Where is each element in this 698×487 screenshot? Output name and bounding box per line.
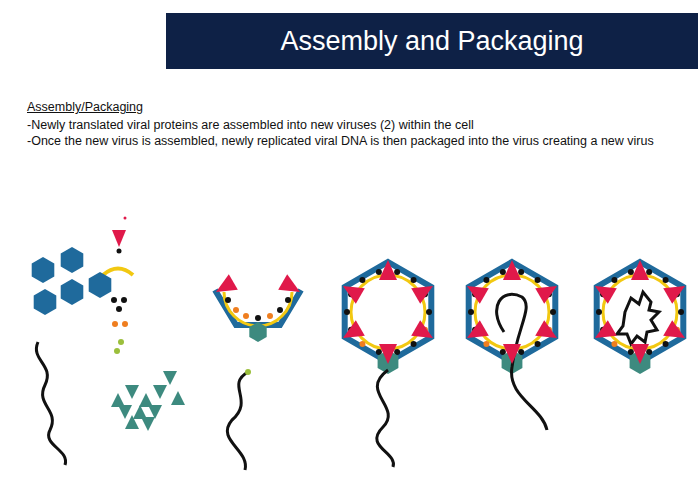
viral-dna xyxy=(227,372,248,470)
spike-protein xyxy=(379,344,397,364)
spike-protein xyxy=(590,278,616,304)
capsid-protein xyxy=(61,279,84,305)
spike-protein xyxy=(503,260,521,280)
viral-parts xyxy=(36,217,133,466)
spike-protein xyxy=(278,274,304,300)
viral-dna xyxy=(617,292,659,344)
portal-protein xyxy=(163,371,177,385)
spike-protein xyxy=(535,278,561,304)
capsid-protein xyxy=(61,247,84,273)
portal-protein xyxy=(171,391,185,405)
spike-protein xyxy=(535,320,561,346)
portal-protein xyxy=(125,385,139,399)
portal-protein xyxy=(141,417,155,431)
spike-protein xyxy=(462,278,488,304)
spike-protein xyxy=(379,260,397,280)
spike-protein xyxy=(663,278,689,304)
viral-dna xyxy=(377,370,394,467)
bullet-text: -Newly translated viral proteins are ass… xyxy=(27,117,474,133)
spike-protein xyxy=(462,320,488,346)
capsid-protein xyxy=(34,289,57,315)
spike-protein xyxy=(338,320,364,346)
portal-protein xyxy=(153,385,167,399)
spike-protein xyxy=(411,278,437,304)
portal-protein xyxy=(133,405,147,419)
section-heading: Assembly/Packaging xyxy=(27,99,143,115)
spike-protein xyxy=(631,344,649,364)
portal-protein xyxy=(125,415,139,429)
partial-capsid xyxy=(215,290,301,342)
capsid xyxy=(468,262,556,430)
spike-protein xyxy=(590,320,616,346)
capsid-protein xyxy=(89,272,112,298)
spike-protein xyxy=(631,260,649,280)
capsid-protein xyxy=(32,257,55,283)
spike-protein xyxy=(212,274,238,300)
spike-protein xyxy=(338,278,364,304)
spike-protein xyxy=(411,320,437,346)
portal-protein xyxy=(118,405,132,419)
slide-title: Assembly and Packaging xyxy=(166,13,698,69)
spike-protein xyxy=(503,344,521,364)
portal-protein xyxy=(139,393,153,407)
portal-protein xyxy=(148,405,162,419)
portal-protein xyxy=(111,393,125,407)
spike-protein xyxy=(663,320,689,346)
bullet-text: -Once the new virus is assembled, newly … xyxy=(27,133,654,149)
viral-dna xyxy=(497,294,547,430)
